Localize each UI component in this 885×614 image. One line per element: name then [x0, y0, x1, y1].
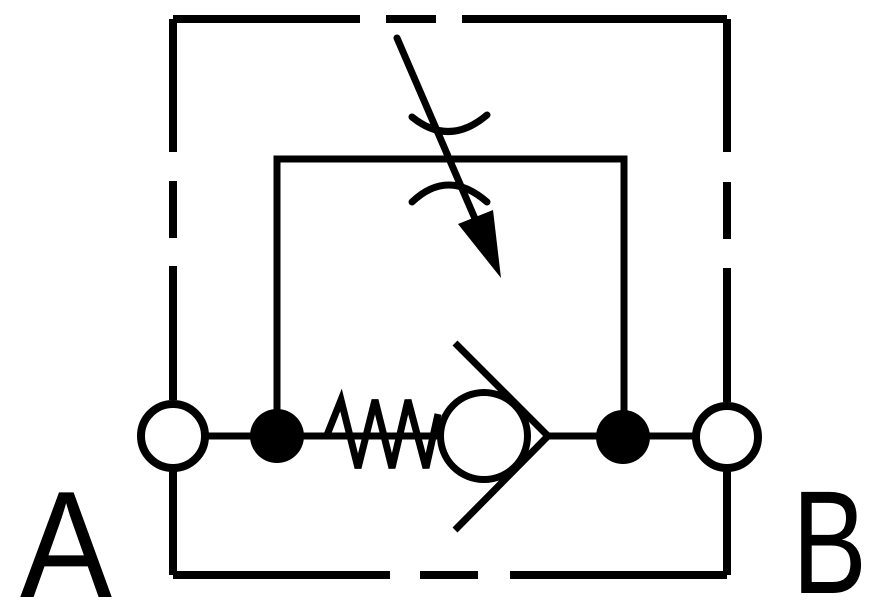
- throttle-lower-arc: [408, 181, 491, 206]
- dashed-enclosure-boundary: [169, 15, 731, 579]
- arrow-head: [458, 210, 501, 278]
- throttle-upper-arc: [408, 111, 491, 135]
- arrow-shaft: [393, 34, 480, 225]
- adjustability-arrow: [393, 34, 501, 278]
- port-circle-a: [137, 400, 209, 472]
- bypass-line-rectangle: [273, 155, 628, 437]
- port-b-label: B: [792, 461, 867, 614]
- check-valve-seat: [452, 340, 553, 533]
- junction-dot-right: [596, 410, 650, 464]
- check-valve-ball: [437, 389, 531, 483]
- port-circle-b: [692, 402, 762, 472]
- junction-dot-left: [250, 409, 304, 463]
- port-a-label: A: [20, 460, 113, 614]
- adjustable-throttle-restriction: [408, 111, 491, 206]
- spring: [323, 388, 442, 469]
